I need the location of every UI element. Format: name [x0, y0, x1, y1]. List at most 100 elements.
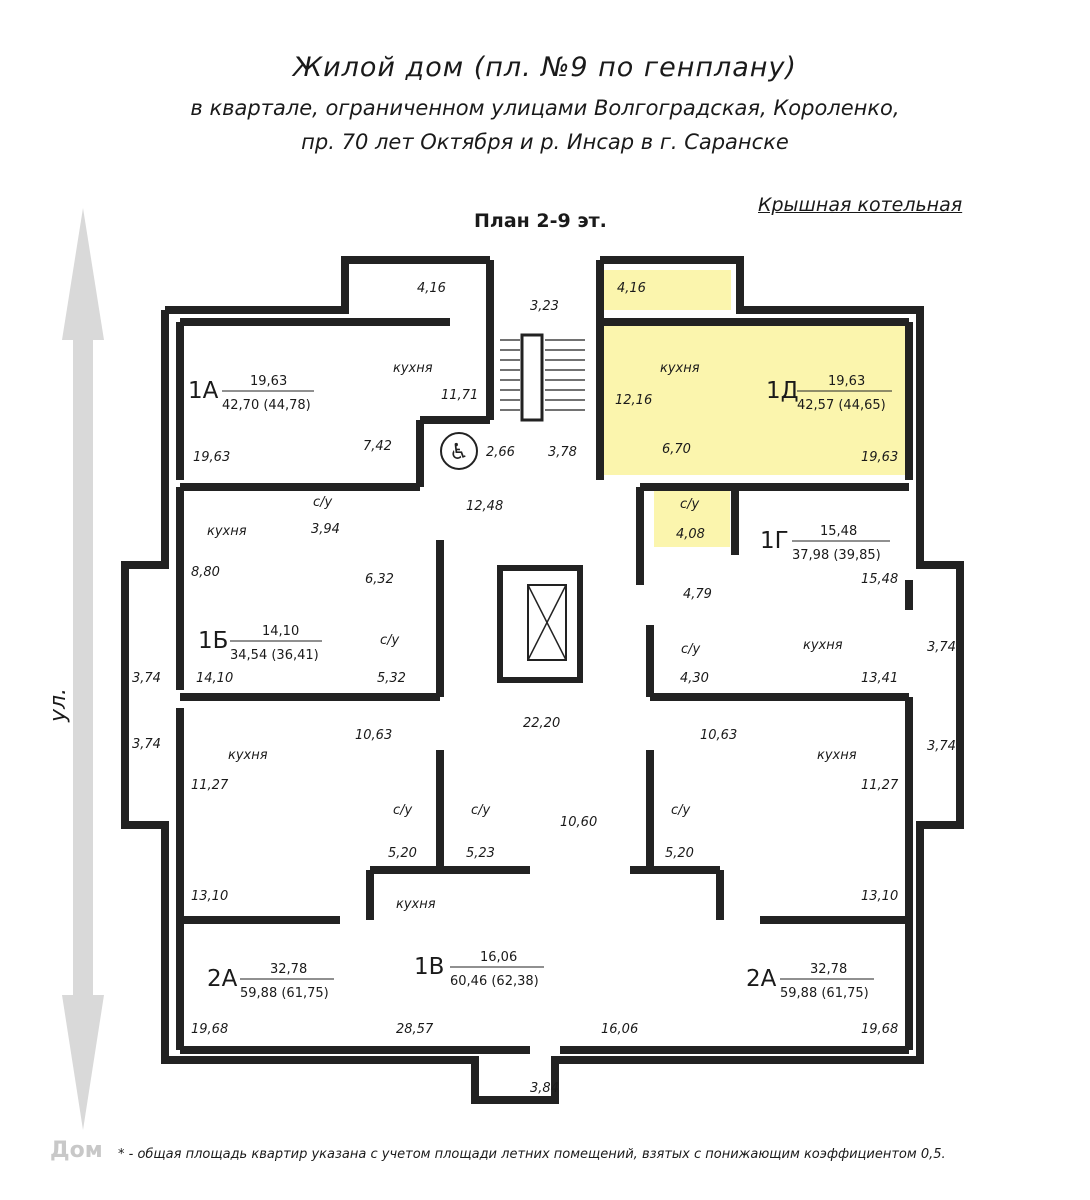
apartment-2a-right: 2А 32,78 59,88 (61,75): [746, 962, 874, 1001]
room-name: кухня: [396, 897, 436, 912]
svg-text:2А: 2А: [746, 966, 777, 992]
room-area: 3,74: [927, 739, 956, 754]
room-name: с/у: [680, 497, 700, 512]
room-name: кухня: [393, 361, 433, 376]
room-area: 13,41: [861, 671, 898, 686]
room-area: 22,20: [523, 716, 560, 731]
room-area: 11,71: [441, 388, 478, 403]
room-area: 28,57: [396, 1022, 434, 1037]
apartment-1b: 1Б 14,10 34,54 (36,41): [198, 624, 322, 663]
room-name: кухня: [817, 748, 857, 763]
apartment-1g: 1Г 15,48 37,98 (39,85): [760, 524, 890, 563]
room-area: 3,74: [132, 671, 161, 686]
svg-text:42,57 (44,65): 42,57 (44,65): [797, 398, 886, 413]
room-area: 19,68: [861, 1022, 898, 1037]
svg-text:37,98 (39,85): 37,98 (39,85): [792, 548, 881, 563]
wheelchair-icon: ♿: [440, 432, 478, 470]
room-area: 4,30: [680, 671, 709, 686]
svg-text:1В: 1В: [414, 954, 444, 980]
outer-walls: [121, 256, 964, 1104]
building-address-line2: пр. 70 лет Октября и р. Инсар в г. Саран…: [301, 130, 789, 154]
apartment-1a: 1А 19,63 42,70 (44,78): [188, 374, 314, 413]
room-area: 4,79: [683, 587, 712, 602]
svg-text:19,63: 19,63: [250, 374, 287, 389]
room-name: кухня: [803, 638, 843, 653]
room-area: 11,27: [861, 778, 899, 793]
room-area: 8,80: [191, 565, 220, 580]
apartment-1d: 1Д 19,63 42,57 (44,65): [766, 374, 892, 413]
apartment-1v: 1В 16,06 60,46 (62,38): [414, 950, 544, 989]
room-area: 2,66: [486, 445, 515, 460]
svg-text:34,54 (36,41): 34,54 (36,41): [230, 648, 319, 663]
staircase: [500, 333, 585, 422]
svg-text:59,88 (61,75): 59,88 (61,75): [780, 986, 869, 1001]
room-area: 10,63: [700, 728, 737, 743]
svg-text:15,48: 15,48: [820, 524, 857, 539]
svg-text:60,46 (62,38): 60,46 (62,38): [450, 974, 539, 989]
room-area: 19,63: [193, 450, 230, 465]
room-area: 12,16: [615, 393, 652, 408]
svg-text:32,78: 32,78: [810, 962, 847, 977]
room-area: 19,68: [191, 1022, 228, 1037]
svg-text:19,63: 19,63: [828, 374, 865, 389]
room-area: 5,23: [466, 846, 495, 861]
room-area: 3,74: [927, 640, 956, 655]
room-area: 3,84: [530, 1081, 559, 1096]
room-name: с/у: [471, 803, 491, 818]
room-area: 10,63: [355, 728, 392, 743]
plan-title: План 2-9 эт.: [474, 210, 607, 232]
watermark-logo: Дом: [50, 1138, 103, 1163]
svg-text:1Г: 1Г: [760, 528, 789, 554]
svg-text:16,06: 16,06: [480, 950, 517, 965]
room-area: 6,70: [662, 442, 691, 457]
svg-text:1А: 1А: [188, 378, 219, 404]
svg-text:1Б: 1Б: [198, 628, 228, 654]
room-name: кухня: [228, 748, 268, 763]
room-area: 5,20: [388, 846, 417, 861]
svg-text:59,88 (61,75): 59,88 (61,75): [240, 986, 329, 1001]
svg-text:2А: 2А: [207, 966, 238, 992]
room-area: 12,48: [466, 499, 503, 514]
svg-text:14,10: 14,10: [262, 624, 299, 639]
apartment-2a-left: 2А 32,78 59,88 (61,75): [207, 962, 334, 1001]
room-name: с/у: [671, 803, 691, 818]
room-area: 16,06: [601, 1022, 638, 1037]
footnote: * - общая площадь квартир указана с учет…: [118, 1147, 946, 1162]
room-name: кухня: [207, 524, 247, 539]
room-area: 7,42: [363, 439, 392, 454]
room-area: 3,78: [548, 445, 577, 460]
room-area: 15,48: [861, 572, 898, 587]
room-area: 14,10: [196, 671, 233, 686]
room-area: 5,32: [377, 671, 406, 686]
room-name: с/у: [393, 803, 413, 818]
room-name: с/у: [313, 495, 333, 510]
room-area: 11,27: [191, 778, 229, 793]
svg-text:1Д: 1Д: [766, 378, 799, 404]
room-area: 4,16: [617, 281, 646, 296]
svg-text:42,70 (44,78): 42,70 (44,78): [222, 398, 311, 413]
street-direction-arrow: [62, 208, 104, 1130]
svg-text:32,78: 32,78: [270, 962, 307, 977]
room-area: 6,32: [365, 572, 394, 587]
elevator-shaft: [497, 565, 583, 683]
room-area: 4,16: [417, 281, 446, 296]
interior-walls: [176, 260, 913, 1054]
room-labels: 4,16 3,23 4,16 кухня 11,71 кухня 12,16 7…: [132, 281, 956, 1096]
room-area: 3,74: [132, 737, 161, 752]
boiler-room-label: Крышная котельная: [758, 194, 963, 216]
room-name: с/у: [380, 633, 400, 648]
apartment-1d-highlight: [601, 270, 909, 547]
room-name: с/у: [681, 642, 701, 657]
building-title: Жилой дом (пл. №9 по генплану): [293, 52, 797, 83]
room-area: 3,23: [530, 299, 559, 314]
room-area: 13,10: [191, 889, 228, 904]
room-area: 3,94: [311, 522, 340, 537]
room-name: кухня: [660, 361, 700, 376]
room-area: 10,60: [560, 815, 597, 830]
building-address-line1: в квартале, ограниченном улицами Волгогр…: [190, 96, 900, 120]
room-area: 19,63: [861, 450, 898, 465]
room-area: 5,20: [665, 846, 694, 861]
room-area: 4,08: [676, 527, 705, 542]
svg-text:♿: ♿: [449, 440, 469, 465]
